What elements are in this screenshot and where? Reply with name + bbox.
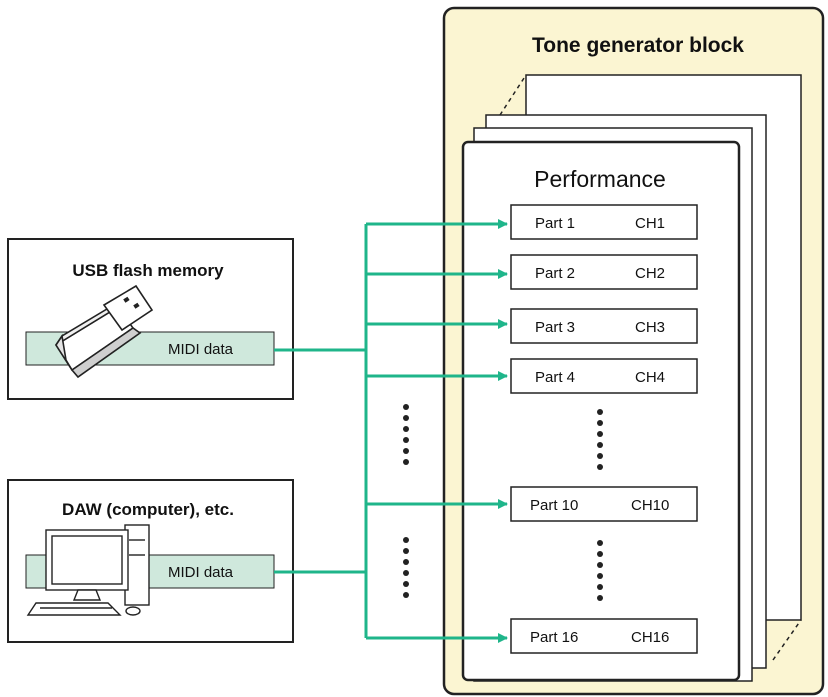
part-row: Part 16 CH16 bbox=[510, 618, 698, 654]
part-label: Part 3 bbox=[535, 319, 575, 336]
desktop-computer-icon bbox=[26, 524, 150, 616]
part-row: Part 1 CH1 bbox=[510, 204, 698, 240]
part-box bbox=[510, 254, 698, 290]
ellipsis-dots-lower-left bbox=[403, 537, 409, 598]
performance-label: Performance bbox=[534, 166, 666, 192]
routing-arrows bbox=[274, 219, 508, 643]
part-label: Part 4 bbox=[535, 369, 575, 386]
ellipsis-dots-lower-right bbox=[597, 540, 603, 601]
channel-label: CH4 bbox=[635, 369, 665, 386]
usb-flash-drive-icon bbox=[54, 284, 154, 379]
part-row: Part 10 CH10 bbox=[510, 486, 698, 522]
part-row: Part 2 CH2 bbox=[510, 254, 698, 290]
daw-source-title: DAW (computer), etc. bbox=[62, 500, 234, 519]
ellipsis-dots-upper-right bbox=[597, 409, 603, 470]
channel-label: CH16 bbox=[631, 629, 669, 646]
part-box bbox=[510, 308, 698, 344]
channel-label: CH3 bbox=[635, 319, 665, 336]
part-box bbox=[510, 358, 698, 394]
part-row: Part 3 CH3 bbox=[510, 308, 698, 344]
part-box bbox=[510, 618, 698, 654]
midi-data-label: MIDI data bbox=[168, 341, 234, 358]
channel-label: CH10 bbox=[631, 497, 669, 514]
part-box bbox=[510, 204, 698, 240]
part-list: Part 1 CH1 Part 2 CH2 Part 3 CH3 Part 4 … bbox=[510, 204, 698, 654]
part-label: Part 10 bbox=[530, 497, 578, 514]
usb-source-box bbox=[7, 238, 294, 400]
part-box bbox=[510, 486, 698, 522]
part-label: Part 1 bbox=[535, 215, 575, 232]
tone-generator-title: Tone generator block bbox=[532, 34, 744, 57]
part-label: Part 16 bbox=[530, 629, 578, 646]
channel-label: CH2 bbox=[635, 265, 665, 282]
part-label: Part 2 bbox=[535, 265, 575, 282]
midi-data-label: MIDI data bbox=[168, 564, 234, 581]
usb-source-title: USB flash memory bbox=[72, 261, 224, 280]
channel-label: CH1 bbox=[635, 215, 665, 232]
ellipsis-dots-upper-left bbox=[403, 404, 409, 465]
part-row: Part 4 CH4 bbox=[510, 358, 698, 394]
